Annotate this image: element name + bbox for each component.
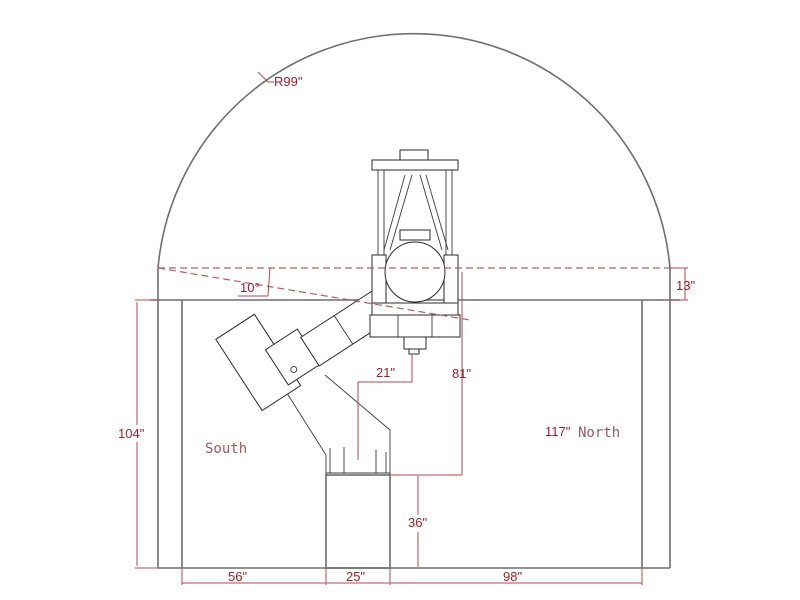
pier-left-edge xyxy=(284,389,327,475)
angle-label: 10° xyxy=(240,280,260,295)
pier-base xyxy=(325,474,391,569)
slit-angle-line xyxy=(157,267,471,321)
pier-offset-label: 21" xyxy=(376,365,395,380)
north-width-label: 117" xyxy=(545,424,571,439)
south-span-label: 56" xyxy=(228,569,247,584)
pier-height-label: 36" xyxy=(408,515,427,530)
pier-right-edge xyxy=(324,374,391,475)
dome-arc xyxy=(157,32,671,269)
telescope-tube xyxy=(369,149,461,355)
wall-height-label: 104" xyxy=(118,426,145,441)
axis-height-label: 81" xyxy=(452,366,471,381)
north-span-label: 98" xyxy=(503,569,522,584)
north-label: North xyxy=(578,425,620,441)
south-label: South xyxy=(205,441,247,457)
pier-width-label: 25" xyxy=(346,569,365,584)
radius-label: R99" xyxy=(274,74,303,89)
dome-offset-label: 13" xyxy=(676,278,695,293)
